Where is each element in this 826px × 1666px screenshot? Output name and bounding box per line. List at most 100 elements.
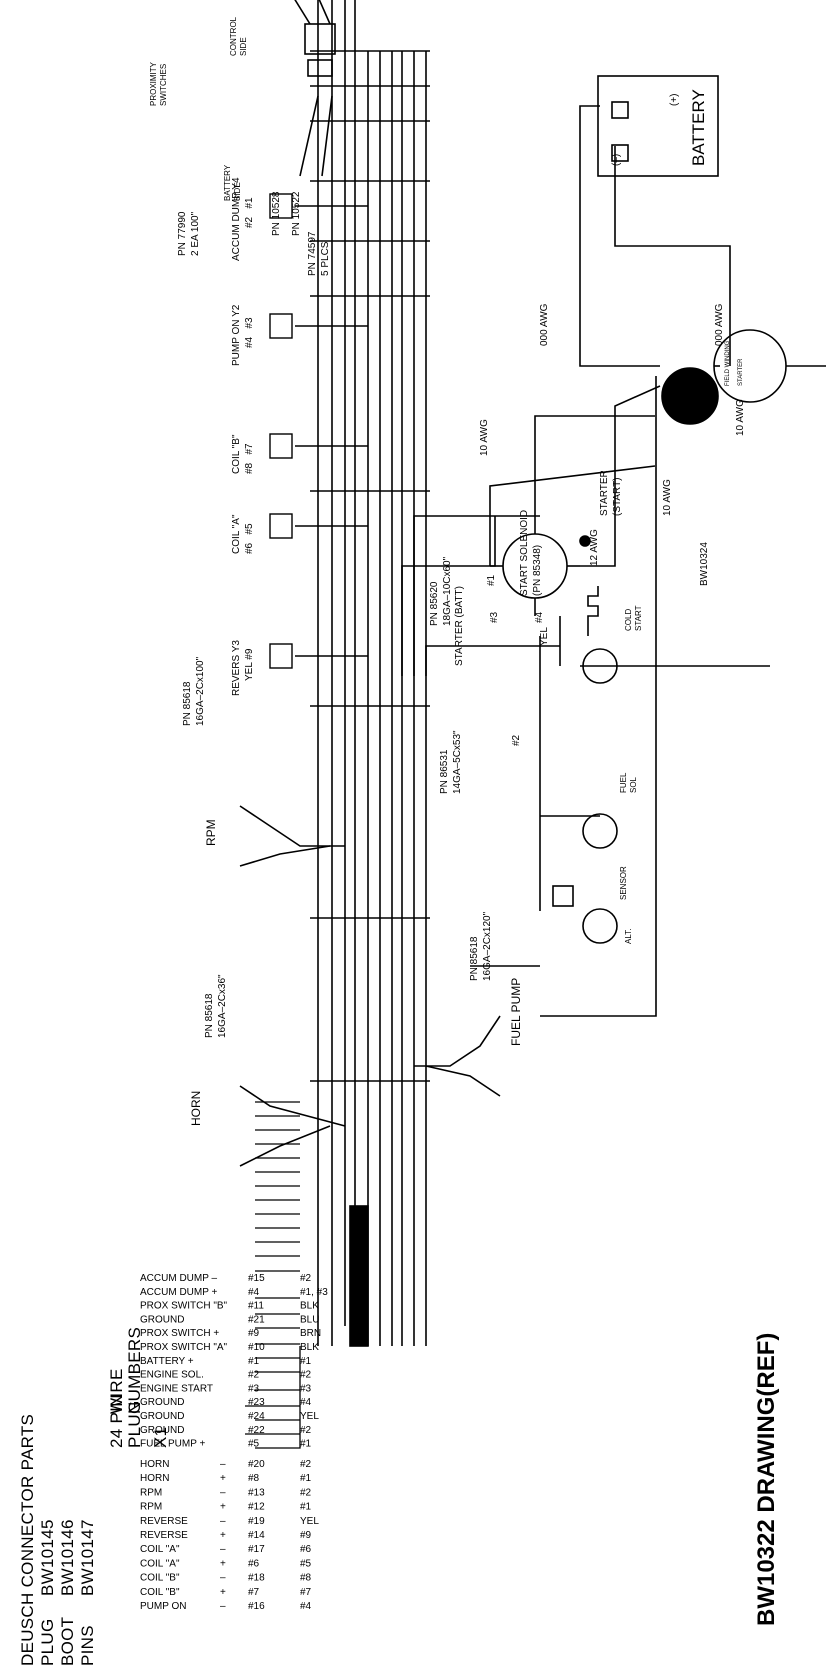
pin-table-pol: + [220, 1473, 226, 1485]
coil-b-label: COIL "B" [231, 434, 242, 474]
power-branch [401, 515, 560, 676]
pn85618-b: PN 85618 [182, 681, 193, 726]
pin-table-pin: #17 [248, 1544, 265, 1556]
pin-table-name: ENGINE SOL. [140, 1369, 204, 1381]
pn85620: PN 85620 [429, 581, 440, 626]
pin-table-pin: #15 [248, 1273, 265, 1284]
pin-table-pin: #6 [248, 1558, 260, 1570]
pin-table-name: ACCUM DUMP – [140, 1273, 218, 1284]
pin-table-wire: #4 [300, 1397, 312, 1409]
pin-table-wire: #3 [300, 1383, 312, 1395]
pin-table-pin: #23 [248, 1397, 265, 1409]
pin-table-name: GROUND [140, 1424, 185, 1436]
accum-pins: #2 #1 [244, 197, 255, 228]
pin-table-name: COIL "B" [140, 1572, 180, 1584]
pin-table-pin: #14 [248, 1530, 265, 1541]
rpm-branch [239, 805, 345, 867]
awg10-a: 10 AWG [479, 419, 490, 456]
pin-table-pol: – [220, 1544, 226, 1556]
pn85618-a: PN 85618 [204, 993, 215, 1038]
valve-branches [295, 205, 368, 657]
battery-label: BATTERY [689, 89, 708, 166]
start-solenoid-label: START SOLENOID [519, 509, 530, 596]
pin-table-name: COIL "A" [140, 1558, 180, 1570]
boot-part-label: BOOT [58, 1616, 77, 1666]
pin-table-wire: #8 [300, 1572, 312, 1584]
coil-a-label: COIL "A" [231, 514, 242, 554]
pins-part-label: PINS [78, 1625, 97, 1666]
bw10324: BW10324 [699, 542, 710, 586]
pin-table-name: RPM [140, 1487, 163, 1499]
pin-table-wire: #5 [300, 1558, 312, 1570]
cold-start-line1: COLD [624, 608, 633, 631]
pn86531-spec: 14GA–5Cx53" [452, 730, 463, 794]
pin-table-pin: #11 [248, 1300, 264, 1312]
fuel-pump-label: FUEL PUMP [509, 977, 523, 1046]
pin-table-wire: YEL [300, 1411, 319, 1422]
pin-table-name: ENGINE START [140, 1383, 213, 1395]
starter-motor [661, 329, 826, 425]
pn77990-qty: 2 EA 100" [190, 211, 201, 256]
awg000-a: 000 AWG [539, 303, 550, 346]
pin-table-pol: – [220, 1487, 226, 1499]
connector-parts-heading: DEUSCH CONNECTOR PARTS [18, 1413, 37, 1666]
pin-table-pol: – [220, 1515, 226, 1527]
pin-table-pin: #5 [248, 1438, 260, 1450]
plug-lead-lines [245, 1101, 301, 1449]
pin-table-wire: #2 [300, 1273, 312, 1284]
pin-table-name: GROUND [140, 1397, 185, 1409]
pin-table-wire: #7 [300, 1586, 312, 1598]
pin-table-pin: #4 [248, 1286, 260, 1298]
pin-table-name: PROX SWITCH + [140, 1328, 220, 1340]
pn85618-a-spec: 16GA–2Cx36" [217, 974, 228, 1038]
proximity-line2: SWITCHES [159, 63, 168, 106]
starter-start-line1: STARTER [599, 470, 610, 516]
pin-table-name: HORN [140, 1459, 170, 1470]
coil-a-pins: #6 #5 [244, 523, 255, 554]
pin-table-pin: #22 [248, 1424, 265, 1436]
pin-table-wire: #1 [300, 1501, 312, 1513]
yel-wire: YEL [539, 627, 550, 646]
pin-table-wire: #9 [300, 1530, 312, 1541]
horn-branch [239, 1085, 346, 1167]
pin-table-name: COIL "B" [140, 1586, 180, 1598]
main-harness [310, 0, 430, 1347]
pin-table-pin: #21 [248, 1314, 265, 1326]
pn77990-label: PN 77990 [177, 211, 188, 256]
battery-pos: (+) [669, 93, 680, 107]
awg10-c: 10 AWG [735, 399, 746, 436]
pin-table-pin: #19 [248, 1515, 265, 1527]
pin-table-pin: #24 [248, 1411, 265, 1422]
horn-label: HORN [189, 1090, 203, 1126]
fuel-pump-branch [414, 1015, 501, 1097]
pin-table-pin: #13 [248, 1487, 265, 1499]
plug-part-label: PLUG [38, 1618, 57, 1666]
sensor-label: SENSOR [619, 866, 628, 900]
pin-table-pin: #18 [248, 1572, 265, 1584]
solenoid-pin4: #4 [534, 611, 545, 623]
pin-table-wire: #2 [300, 1459, 312, 1470]
pump-on-pins: #4 #3 [244, 317, 255, 348]
pin-table-wire: #1 [300, 1473, 312, 1485]
start-solenoid-pn: (PN 85348) [532, 544, 543, 596]
pin-table-wire: #4 [300, 1601, 312, 1612]
pn85618-b-spec: 16GA–2Cx100" [195, 656, 206, 726]
run-terminal: RUN [705, 393, 711, 406]
battery-neg: (–) [611, 153, 622, 166]
battery-box [579, 75, 731, 367]
revers-pins: YEL #9 [244, 648, 255, 681]
pin-table-wire: #2 [300, 1369, 312, 1381]
pin-table-pin: #8 [248, 1473, 260, 1485]
starter-wiring [489, 385, 770, 667]
pn74597-qty: 5 PLCS [320, 241, 331, 276]
solenoid-pin1: #1 [486, 574, 497, 586]
pin-table-pin: #16 [248, 1601, 265, 1612]
pin-table-wire: BLU [300, 1314, 320, 1326]
pn85618-c-spec: 16GA–2Cx120" [482, 911, 493, 981]
pin-table-wire: #2 [300, 1424, 312, 1436]
pin-table-pol: – [220, 1601, 226, 1612]
starter-batt-label: STARTER (BATT) [454, 586, 465, 666]
pin-table-pol: – [220, 1459, 226, 1470]
